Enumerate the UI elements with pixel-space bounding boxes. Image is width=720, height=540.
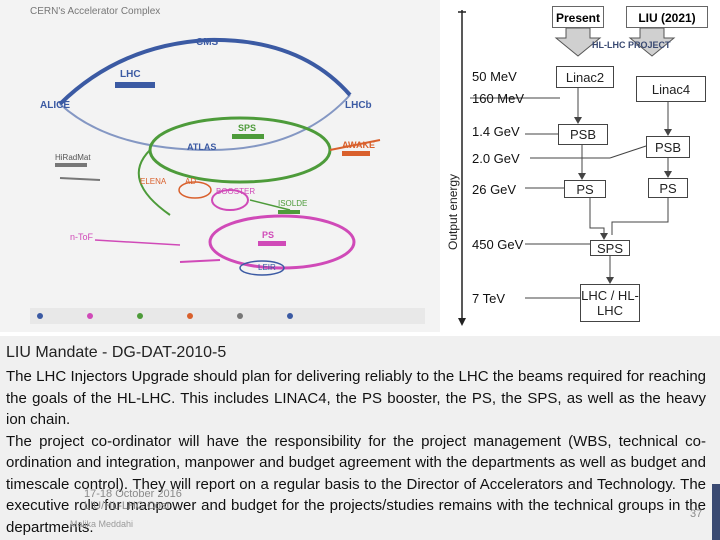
map-label-atlas: ATLAS bbox=[187, 142, 216, 152]
energy-label: 50 MeV bbox=[472, 69, 517, 84]
present-psb-box: PSB bbox=[558, 124, 608, 145]
mandate-paragraph-2: The project co-ordinator will have the r… bbox=[6, 432, 706, 536]
map-label-elena: ELENA bbox=[140, 177, 167, 186]
map-label-ntof: n-ToF bbox=[70, 232, 94, 242]
present-linac2-box: Linac2 bbox=[556, 66, 614, 88]
map-label-lhc: LHC bbox=[120, 69, 141, 80]
ad-ring bbox=[178, 181, 212, 199]
footer-author: Malika Meddahi bbox=[70, 519, 134, 529]
mandate-paragraph-1: The LHC Injectors Upgrade should plan fo… bbox=[6, 368, 706, 428]
energy-chain-diagram bbox=[458, 10, 676, 326]
energy-label: 450 GeV bbox=[472, 237, 524, 252]
page-number: 37 bbox=[690, 508, 703, 520]
cern-accelerator-map: CMS LHC ALICE LHCb SPS ATLAS AWAKE HiRad… bbox=[0, 0, 440, 332]
map-label-cms: CMS bbox=[196, 37, 219, 48]
map-label-booster: BOOSTER bbox=[216, 187, 255, 196]
liu-arrow-icon bbox=[628, 27, 676, 57]
map-label-ad: AD bbox=[185, 177, 196, 186]
axis-label-output-energy: Output energy bbox=[446, 173, 460, 250]
map-title: CERN's Accelerator Complex bbox=[30, 6, 161, 17]
header-liu: LIU (2021) bbox=[626, 6, 708, 28]
footer-event: LIU/HL-LHC Cost bbox=[84, 500, 170, 512]
map-label-alice: ALICE bbox=[40, 100, 70, 111]
mandate-title: LIU Mandate - DG-DAT-2010-5 bbox=[6, 344, 227, 361]
map-label-leir: LEIR bbox=[258, 263, 276, 272]
map-label-awake: AWAKE bbox=[342, 140, 375, 150]
leir-ring bbox=[239, 260, 285, 276]
energy-label: 160 MeV bbox=[472, 91, 525, 106]
energy-label: 7 TeV bbox=[472, 291, 506, 306]
map-label-ps: PS bbox=[262, 230, 274, 240]
liu-psb-box: PSB bbox=[646, 136, 690, 158]
header-present: Present bbox=[552, 6, 604, 28]
liu-linac4-box: Linac4 bbox=[636, 76, 706, 102]
map-label-lhcb: LHCb bbox=[345, 100, 372, 111]
sps-box: SPS bbox=[590, 240, 630, 256]
map-label-sps: SPS bbox=[238, 123, 256, 133]
ps-ring bbox=[208, 214, 356, 270]
energy-label: 1.4 GeV bbox=[472, 124, 520, 139]
present-arrow-icon bbox=[554, 27, 602, 57]
energy-label: 26 GeV bbox=[472, 182, 517, 197]
energy-label: 2.0 GeV bbox=[472, 151, 520, 166]
hl-lhc-logo: HL-LHC PROJECT bbox=[592, 40, 671, 50]
present-ps-box: PS bbox=[564, 180, 606, 198]
map-label-hiradmat: HiRadMat bbox=[55, 153, 91, 162]
footer-date: 17-18 October 2016 bbox=[84, 488, 182, 500]
mandate-text-panel: LIU Mandate - DG-DAT-2010-5 The LHC Inje… bbox=[0, 336, 720, 540]
brand-strip bbox=[712, 484, 720, 540]
map-label-isolde: ISOLDE bbox=[278, 199, 307, 208]
booster-ring bbox=[211, 189, 249, 211]
lhc-ring bbox=[58, 37, 352, 106]
mandate-body: The LHC Injectors Upgrade should plan fo… bbox=[6, 366, 706, 538]
lhc-box: LHC / HL-LHC bbox=[580, 284, 640, 322]
liu-ps-box: PS bbox=[648, 178, 688, 198]
accelerator-map-graphic: CMS LHC ALICE LHCb SPS ATLAS AWAKE HiRad… bbox=[30, 37, 425, 324]
